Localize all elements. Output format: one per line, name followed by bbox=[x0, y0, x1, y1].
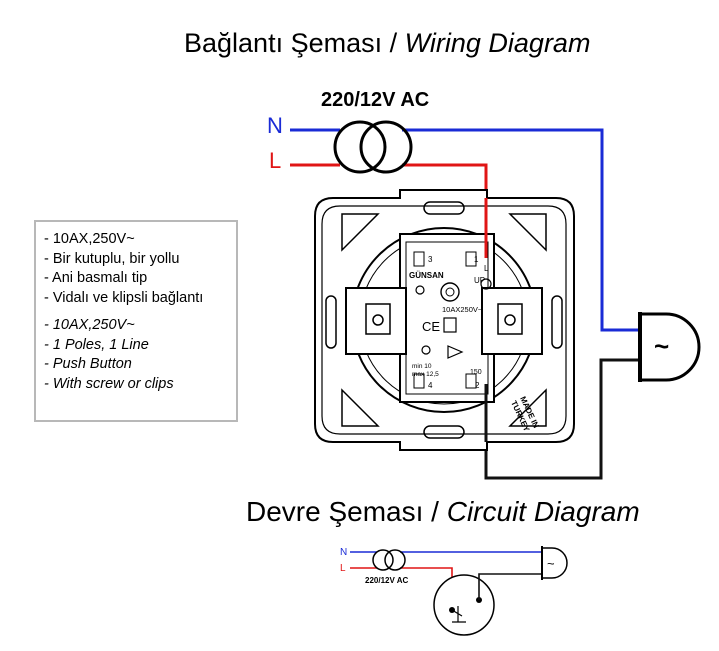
spec-tr-4: - Vidalı ve klipsli bağlantı bbox=[44, 289, 204, 306]
spec-en-1: - 10AX,250V~ bbox=[44, 317, 135, 333]
supply-label: 220/12V AC bbox=[321, 89, 430, 111]
terminal-3-label: 3 bbox=[428, 255, 433, 264]
wiring-title-en: Wiring Diagram bbox=[404, 28, 591, 58]
live-label: L bbox=[269, 148, 282, 173]
wiring-title-tr: Bağlantı Şeması / bbox=[184, 28, 398, 58]
lamp-wave-symbol: ~ bbox=[654, 331, 669, 361]
spec-tr-3: - Ani basmalı tip bbox=[44, 270, 148, 286]
neutral-label: N bbox=[267, 113, 283, 138]
spec-en-4: - With screw or clips bbox=[44, 375, 174, 392]
spec-en-3: - Push Button bbox=[44, 356, 132, 372]
terminal-2-label: 2 bbox=[475, 381, 480, 390]
spec-en-2: - 1 Poles, 1 Line bbox=[44, 336, 149, 353]
circuit-title-en: Circuit Diagram bbox=[446, 496, 640, 527]
neutral-wire bbox=[290, 128, 645, 332]
circuit-title-tr: Devre Şeması / bbox=[246, 496, 439, 527]
up-label: UP bbox=[474, 276, 485, 285]
device-rating: 10AX250V~ bbox=[442, 305, 483, 314]
spec-tr-2: - Bir kutuplu, bir yollu bbox=[44, 250, 180, 267]
transformer-symbol bbox=[333, 120, 413, 174]
ce-mark: CE bbox=[422, 319, 440, 334]
wiring-diagram-title: Bağlantı Şeması / Wiring Diagram bbox=[184, 28, 590, 59]
circuit-diagram-title: Devre Şeması / Circuit Diagram bbox=[246, 496, 640, 528]
switch-device: GÜNSAN 10AX250V~ CE 3 1 L UP 4 2 min 10 … bbox=[314, 189, 575, 451]
terminal-l-label: L bbox=[484, 264, 489, 273]
device-code: 150 bbox=[470, 369, 482, 376]
terminal-4-label: 4 bbox=[428, 381, 433, 390]
wire-min-label: min 10 bbox=[412, 363, 432, 370]
device-brand: GÜNSAN bbox=[409, 271, 444, 280]
spec-box: - 10AX,250V~ - Bir kutuplu, bir yollu - … bbox=[34, 220, 238, 422]
wire-max-label: max 12,5 bbox=[412, 371, 439, 378]
spec-tr-1: - 10AX,250V~ bbox=[44, 231, 135, 247]
lamp-symbol: ~ bbox=[638, 312, 701, 382]
terminal-1-label: 1 bbox=[474, 255, 479, 264]
